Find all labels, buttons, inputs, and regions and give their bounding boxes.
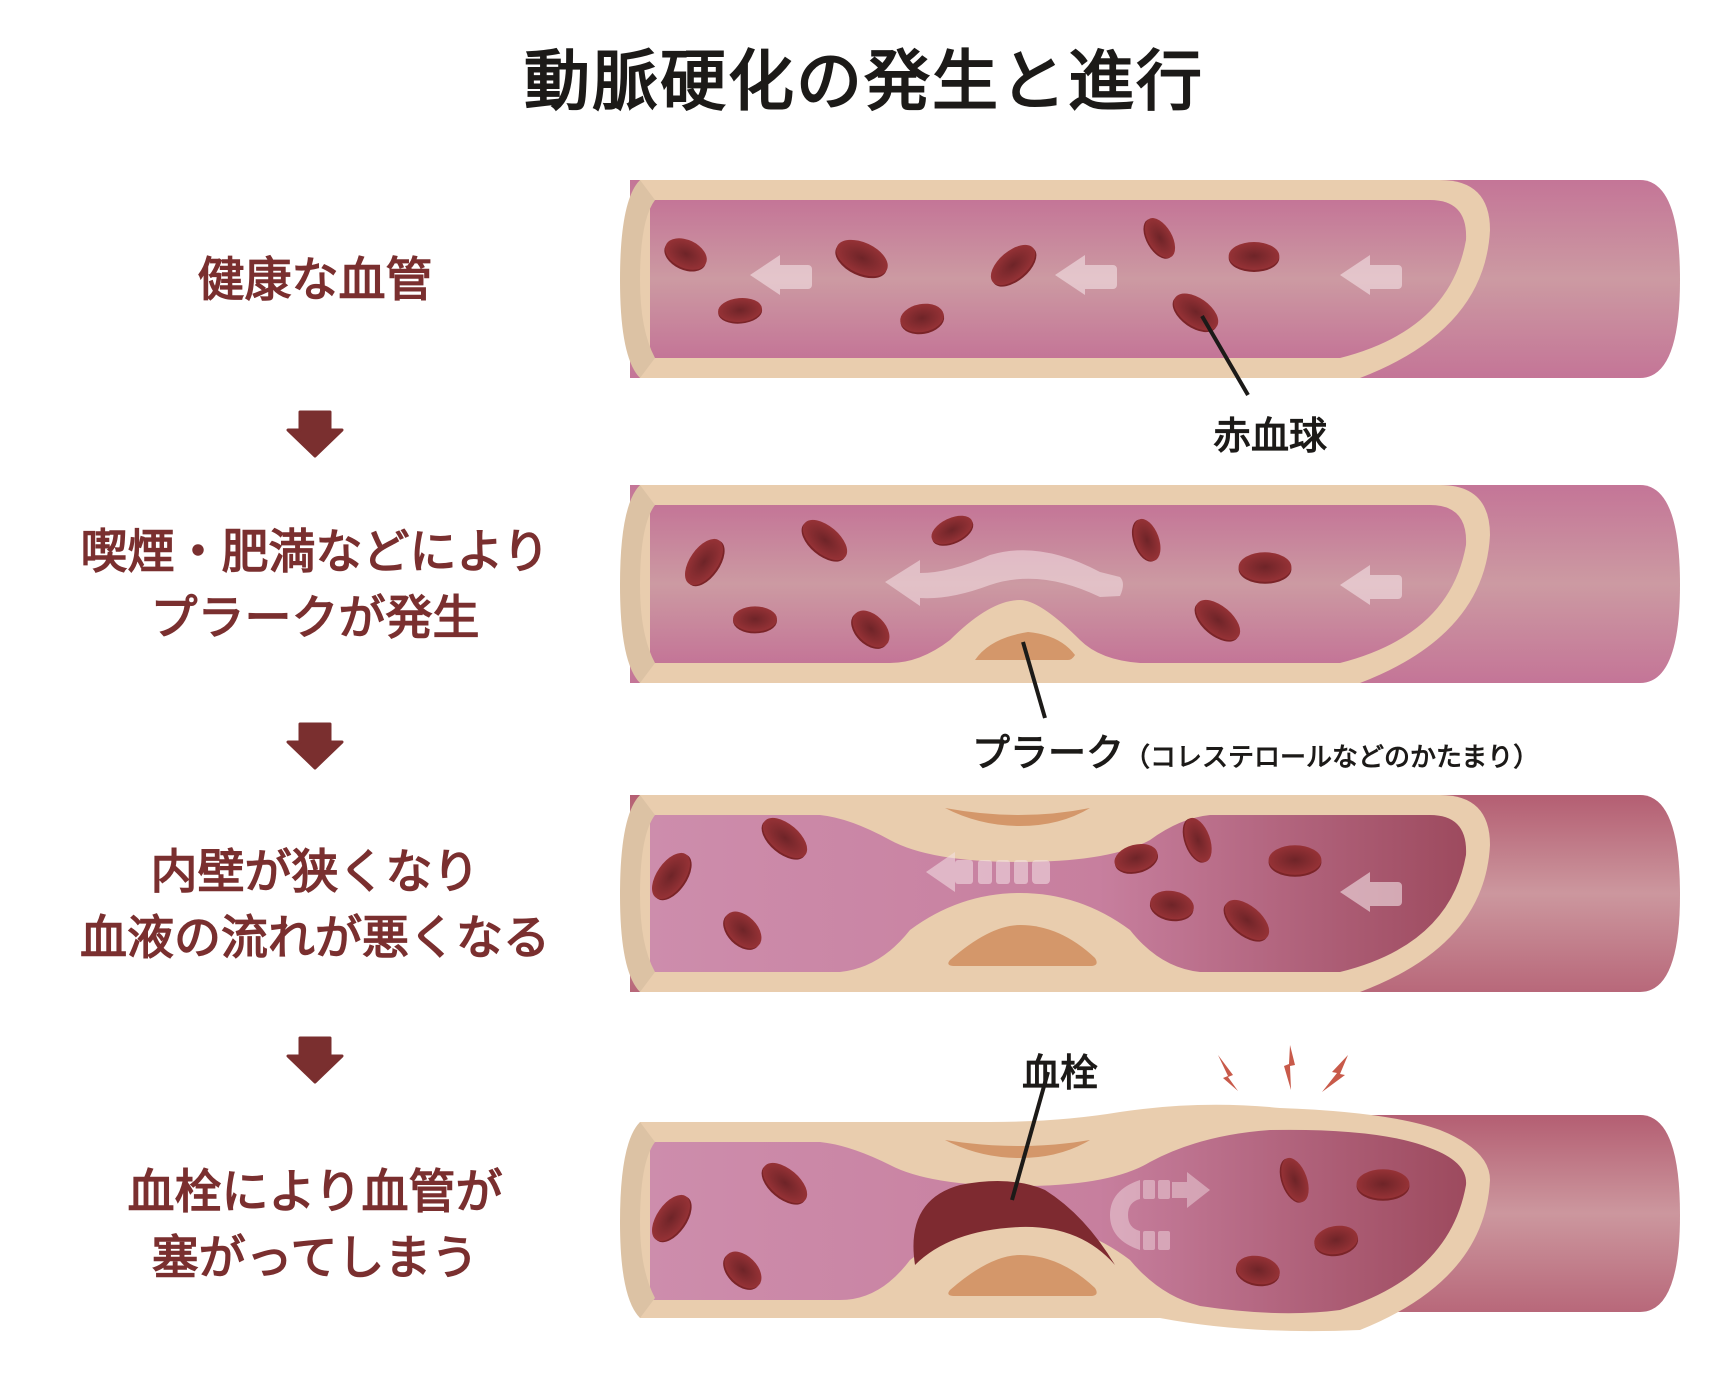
plaque — [945, 1140, 1090, 1158]
flow-arrow-icon — [926, 852, 1050, 892]
plaque — [945, 808, 1090, 826]
step-3-line-2: 血液の流れが悪くなる — [80, 911, 550, 966]
vessel-plaque — [620, 485, 1680, 719]
flow-arrow-icon — [885, 550, 1123, 606]
step-1-text: 健康な血管 — [30, 248, 600, 314]
page-title: 動脈硬化の発生と進行 — [524, 43, 1204, 120]
step-2-text: 喫煙・肥満などにより プラークが発生 — [30, 520, 600, 652]
plaque — [948, 925, 1097, 966]
label-plaque-note: （コレステロールなどのかたまり） — [1124, 743, 1540, 773]
vessel-blocked — [620, 1045, 1680, 1332]
label-plaque: プラーク（コレステロールなどのかたまり） — [972, 722, 1539, 777]
step-4-text: 血栓により血管が 塞がってしまう — [30, 1160, 600, 1292]
down-arrow-icon — [286, 410, 344, 458]
lightning-icon — [1218, 1045, 1348, 1092]
label-thrombus: 血栓 — [1022, 1051, 1099, 1095]
flow-arrow-icon — [1110, 1172, 1210, 1250]
label-red-blood-cell: 赤血球 — [1213, 414, 1328, 458]
step-3-line-1: 内壁が狭くなり — [150, 845, 480, 900]
vessel-narrowed — [620, 795, 1680, 992]
step-3-text: 内壁が狭くなり 血液の流れが悪くなる — [30, 840, 600, 972]
down-arrow-icon — [286, 1036, 344, 1084]
step-1-line-1: 健康な血管 — [197, 253, 433, 308]
label-plaque-main: プラーク — [972, 731, 1125, 775]
vessel-healthy — [620, 180, 1680, 397]
step-4-line-1: 血栓により血管が — [127, 1165, 503, 1220]
thrombus — [913, 1181, 1115, 1265]
step-4-line-2: 塞がってしまう — [151, 1231, 479, 1286]
plaque — [948, 1255, 1097, 1296]
step-2-line-1: 喫煙・肥満などにより — [80, 525, 550, 580]
step-2-line-2: プラークが発生 — [150, 591, 480, 646]
down-arrow-icon — [286, 722, 344, 770]
